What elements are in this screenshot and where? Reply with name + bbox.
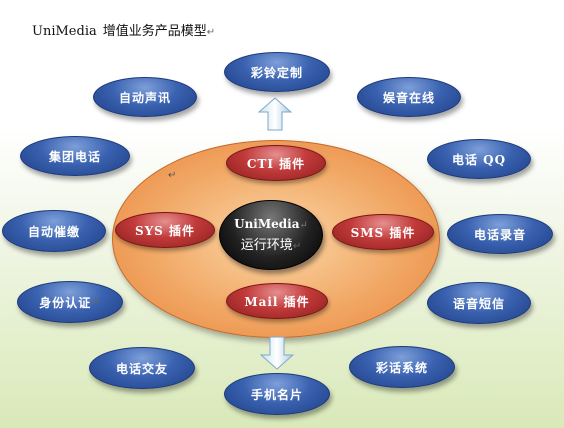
sms-plugin: SMS 插件	[332, 214, 434, 250]
product-auto-reminder: 自动催缴	[2, 210, 106, 252]
product-phone-qq-label: 电话 QQ	[451, 152, 507, 167]
title-return-mark: ↵	[206, 27, 216, 38]
title-text: 增值业务产品模型	[102, 24, 207, 39]
product-voice-sms-label: 语音短信	[452, 296, 505, 311]
product-color-system-label: 彩话系统	[375, 360, 428, 375]
sys-plugin-label: SYS 插件	[134, 223, 196, 238]
title-brand: UniMedia	[32, 24, 97, 39]
core-runtime: UniMedia↵ 运行环境↵	[219, 200, 323, 270]
product-card: 手机名片	[224, 373, 330, 415]
mail-plugin: Mail 插件	[226, 283, 328, 319]
product-id-auth: 身份认证↵	[17, 281, 123, 323]
product-caling: 彩铃定制	[224, 52, 330, 92]
cti-plugin: CTI 插件	[226, 145, 326, 181]
arrow-down-icon	[260, 336, 294, 370]
return-mark: ↵	[168, 170, 177, 181]
product-auto-reminder-label: 自动催缴	[27, 224, 80, 239]
sms-plugin-label: SMS 插件	[350, 225, 416, 240]
product-color-system: 彩话系统	[349, 346, 455, 388]
core-line1: UniMedia	[234, 217, 300, 231]
product-card-label: 手机名片	[250, 387, 303, 402]
product-phone-friends-label: 电话交友	[115, 361, 168, 376]
diagram-title: UniMedia 增值业务产品模型↵	[32, 20, 215, 39]
product-id-auth-label: 身份认证	[39, 295, 92, 310]
product-auto-voice-label: 自动声讯	[118, 90, 171, 105]
product-audio-live: 娱音在线	[357, 77, 461, 117]
arrow-up-icon	[258, 97, 292, 131]
core-line2: 运行环境	[240, 238, 293, 253]
product-caling-label: 彩铃定制	[250, 65, 303, 80]
core-mark-2: ↵	[292, 241, 302, 252]
product-group-phone: 集团电话	[20, 136, 130, 176]
product-audio-live-label: 娱音在线	[382, 90, 435, 105]
sys-plugin: SYS 插件	[115, 212, 215, 248]
product-phone-record: 电话录音	[447, 214, 553, 254]
cti-plugin-label: CTI 插件	[246, 156, 306, 171]
product-phone-record-label: 电话录音	[473, 227, 526, 242]
product-phone-qq: 电话 QQ	[427, 139, 531, 179]
product-group-phone-label: 集团电话	[48, 149, 101, 164]
id-auth-mark: ↵	[91, 296, 101, 308]
mail-plugin-label: Mail 插件	[244, 294, 310, 309]
core-mark-1: ↵	[299, 220, 308, 231]
product-auto-voice: 自动声讯	[93, 77, 197, 117]
product-phone-friends: 电话交友	[89, 347, 195, 389]
product-voice-sms: 语音短信	[427, 282, 531, 324]
